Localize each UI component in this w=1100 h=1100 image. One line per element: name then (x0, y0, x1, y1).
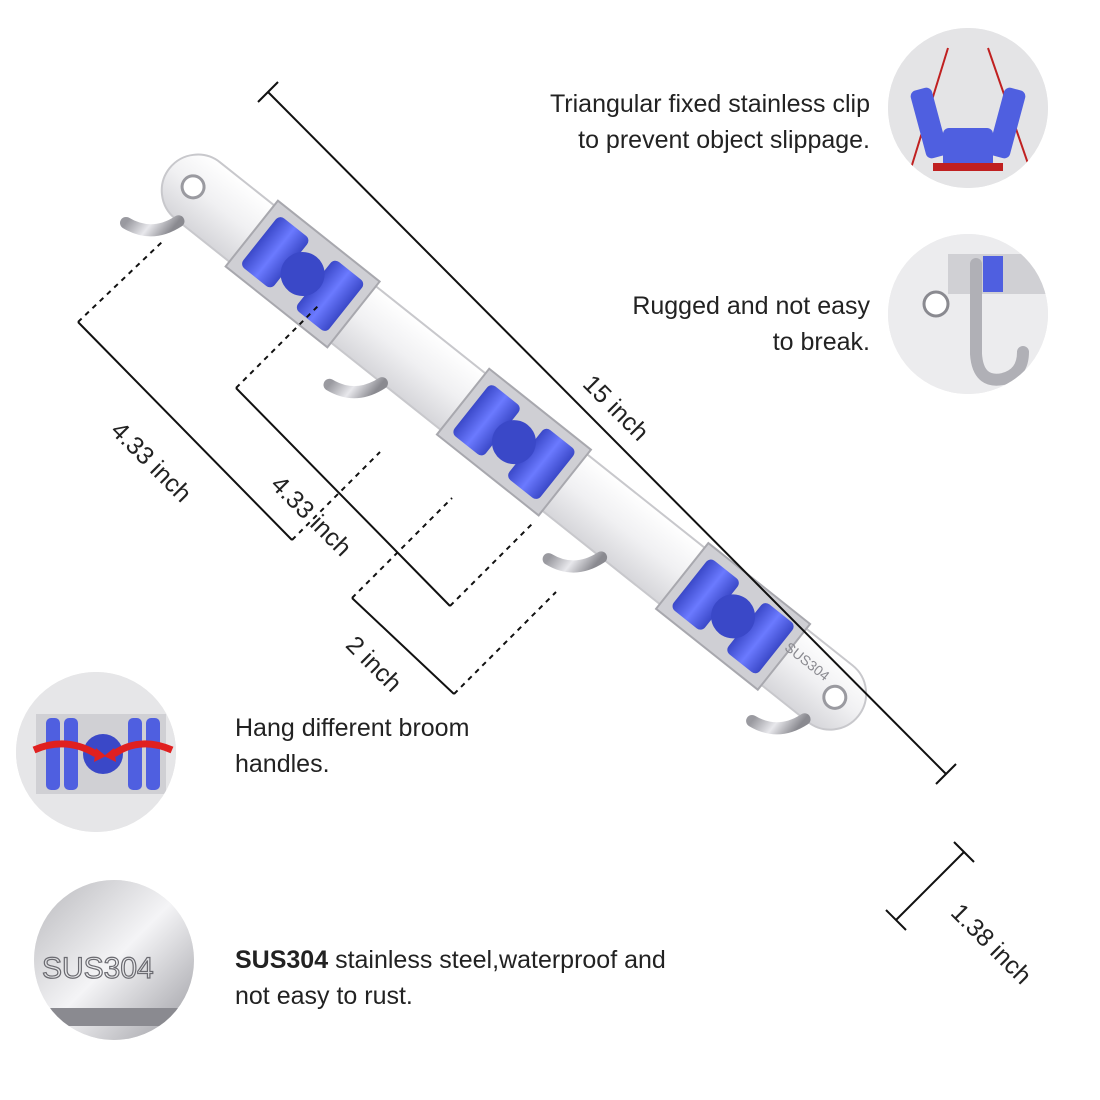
clip-3 (654, 541, 812, 692)
feature-steel-line2: not easy to rust. (235, 982, 413, 1010)
clip-2 (435, 367, 593, 517)
callout-rollers-closeup (16, 672, 176, 832)
hook-1 (120, 215, 185, 237)
dim-spacing-a (77, 241, 381, 541)
dim-spacing-b (235, 305, 533, 607)
dim-clip-width (351, 497, 557, 695)
feature-steel-bold: SUS304 (235, 946, 329, 974)
hook-3 (542, 551, 608, 573)
clip-1 (224, 199, 382, 349)
feature-rugged-text: Rugged and not easy to break. (470, 288, 870, 360)
feature-hang-line2: handles. (235, 750, 330, 778)
callout-steel-closeup: SUS304 (34, 880, 194, 1040)
feature-steel-text: SUS304 stainless steel,waterproof and no… (235, 942, 735, 1014)
feature-clip-line1: Triangular fixed stainless clip (549, 90, 870, 118)
screw-hole-left (180, 174, 206, 200)
feature-rugged-line2: to break. (772, 328, 870, 356)
feature-rugged-line1: Rugged and not easy (632, 292, 870, 320)
hook-2 (323, 377, 388, 399)
dim-height (885, 841, 975, 931)
hook-4 (746, 713, 811, 735)
feature-steel-line1: SUS304 stainless steel,waterproof and (235, 942, 735, 978)
dim-length (257, 81, 957, 785)
feature-clip-text: Triangular fixed stainless clip to preve… (470, 86, 870, 158)
feature-hang-text: Hang different broom handles. (235, 710, 565, 782)
steel-engraving: SUS304 (42, 952, 154, 985)
screw-hole-right (822, 684, 848, 710)
callout-hook-closeup (888, 234, 1048, 394)
feature-steel-rest: stainless steel,waterproof and (328, 946, 666, 974)
feature-clip-line2: to prevent object slippage. (578, 126, 870, 154)
feature-hang-line1: Hang different broom (235, 714, 470, 742)
callout-clip-closeup (888, 28, 1048, 188)
